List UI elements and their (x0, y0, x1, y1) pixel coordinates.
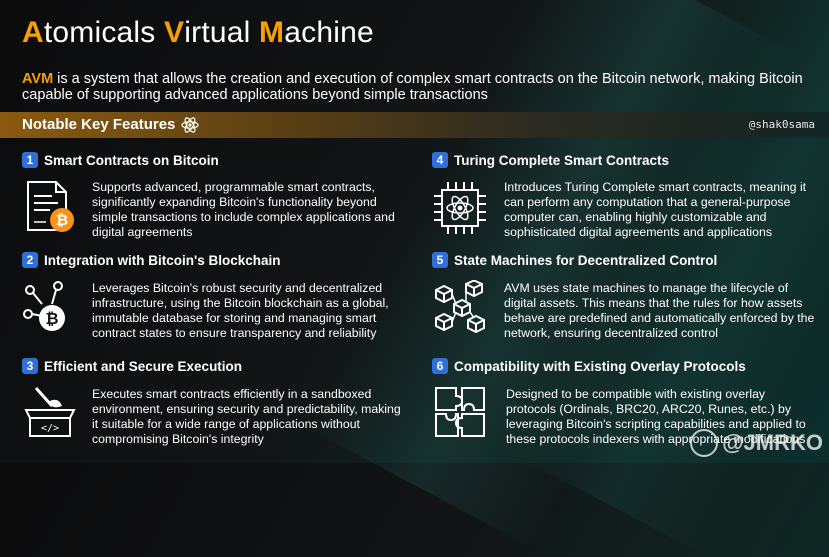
contract-bitcoin-icon: ₿ (27, 181, 74, 232)
watermark: @JMRKO (690, 429, 823, 457)
page-title: Atomicals Virtual Machine (22, 16, 374, 50)
feature-number-badge: 4 (432, 152, 448, 168)
state-machine-blocks-icon (435, 280, 485, 334)
title-initial-a: A (22, 16, 44, 49)
svg-text:₿: ₿ (56, 211, 68, 229)
feature-title-text: Efficient and Secure Execution (44, 358, 243, 374)
feature-title-text: Integration with Bitcoin's Blockchain (44, 252, 281, 268)
feature-description-4: Introduces Turing Complete smart contrac… (504, 180, 807, 239)
svg-text:₿: ₿ (45, 309, 58, 328)
feature-description-2: Leverages Bitcoin's robust security and … (92, 281, 389, 340)
feature-title-text: State Machines for Decentralized Control (454, 252, 718, 268)
cpu-atom-icon (434, 182, 486, 234)
feature-title-text: Turing Complete Smart Contracts (454, 152, 670, 168)
puzzle-pieces-icon (435, 387, 485, 437)
feature-title-6: 6 Compatibility with Existing Overlay Pro… (432, 358, 746, 374)
intro-body: is a system that allows the creation and… (22, 71, 803, 103)
svg-text:</>: </> (41, 423, 59, 434)
feature-number-badge: 5 (432, 252, 448, 268)
intro-text: AVM is a system that allows the creation… (22, 71, 812, 103)
feature-title-text: Compatibility with Existing Overlay Prot… (454, 358, 746, 374)
sandbox-code-icon: </> (24, 387, 76, 437)
intro-highlight: AVM (22, 71, 54, 87)
feature-title-5: 5 State Machines for Decentralized Contro… (432, 252, 717, 268)
feature-title-1: 1 Smart Contracts on Bitcoin (22, 152, 219, 168)
feature-title-3: 3 Efficient and Secure Execution (22, 358, 242, 374)
feature-title-text: Smart Contracts on Bitcoin (44, 152, 219, 168)
feature-number-badge: 6 (432, 358, 448, 374)
title-part: irtual (184, 16, 260, 49)
features-banner: Notable Key Features @shak0sama (0, 112, 829, 138)
banner-title: Notable Key Features (22, 116, 176, 133)
watermark-text: @JMRKO (722, 430, 823, 455)
title-part: tomicals (43, 16, 165, 49)
title-initial-m: M (259, 16, 285, 49)
feature-number-badge: 2 (22, 252, 38, 268)
feature-description-5: AVM uses state machines to manage the li… (504, 281, 815, 340)
feature-title-4: 4 Turing Complete Smart Contracts (432, 152, 669, 168)
atom-icon (181, 117, 199, 133)
feature-title-2: 2 Integration with Bitcoin's Blockchain (22, 252, 280, 268)
title-part: achine (284, 16, 374, 49)
feature-number-badge: 3 (22, 358, 38, 374)
author-handle: @shak0sama (748, 118, 815, 131)
feature-number-badge: 1 (22, 152, 38, 168)
feature-description-1: Supports advanced, programmable smart co… (92, 180, 395, 239)
watermark-icon (690, 429, 719, 457)
feature-description-6: Designed to be compatible with existing … (506, 387, 806, 446)
title-initial-v: V (164, 16, 185, 49)
feature-description-3: Executes smart contracts efficiently in … (92, 387, 401, 446)
bitcoin-network-icon: ₿ (23, 281, 65, 331)
